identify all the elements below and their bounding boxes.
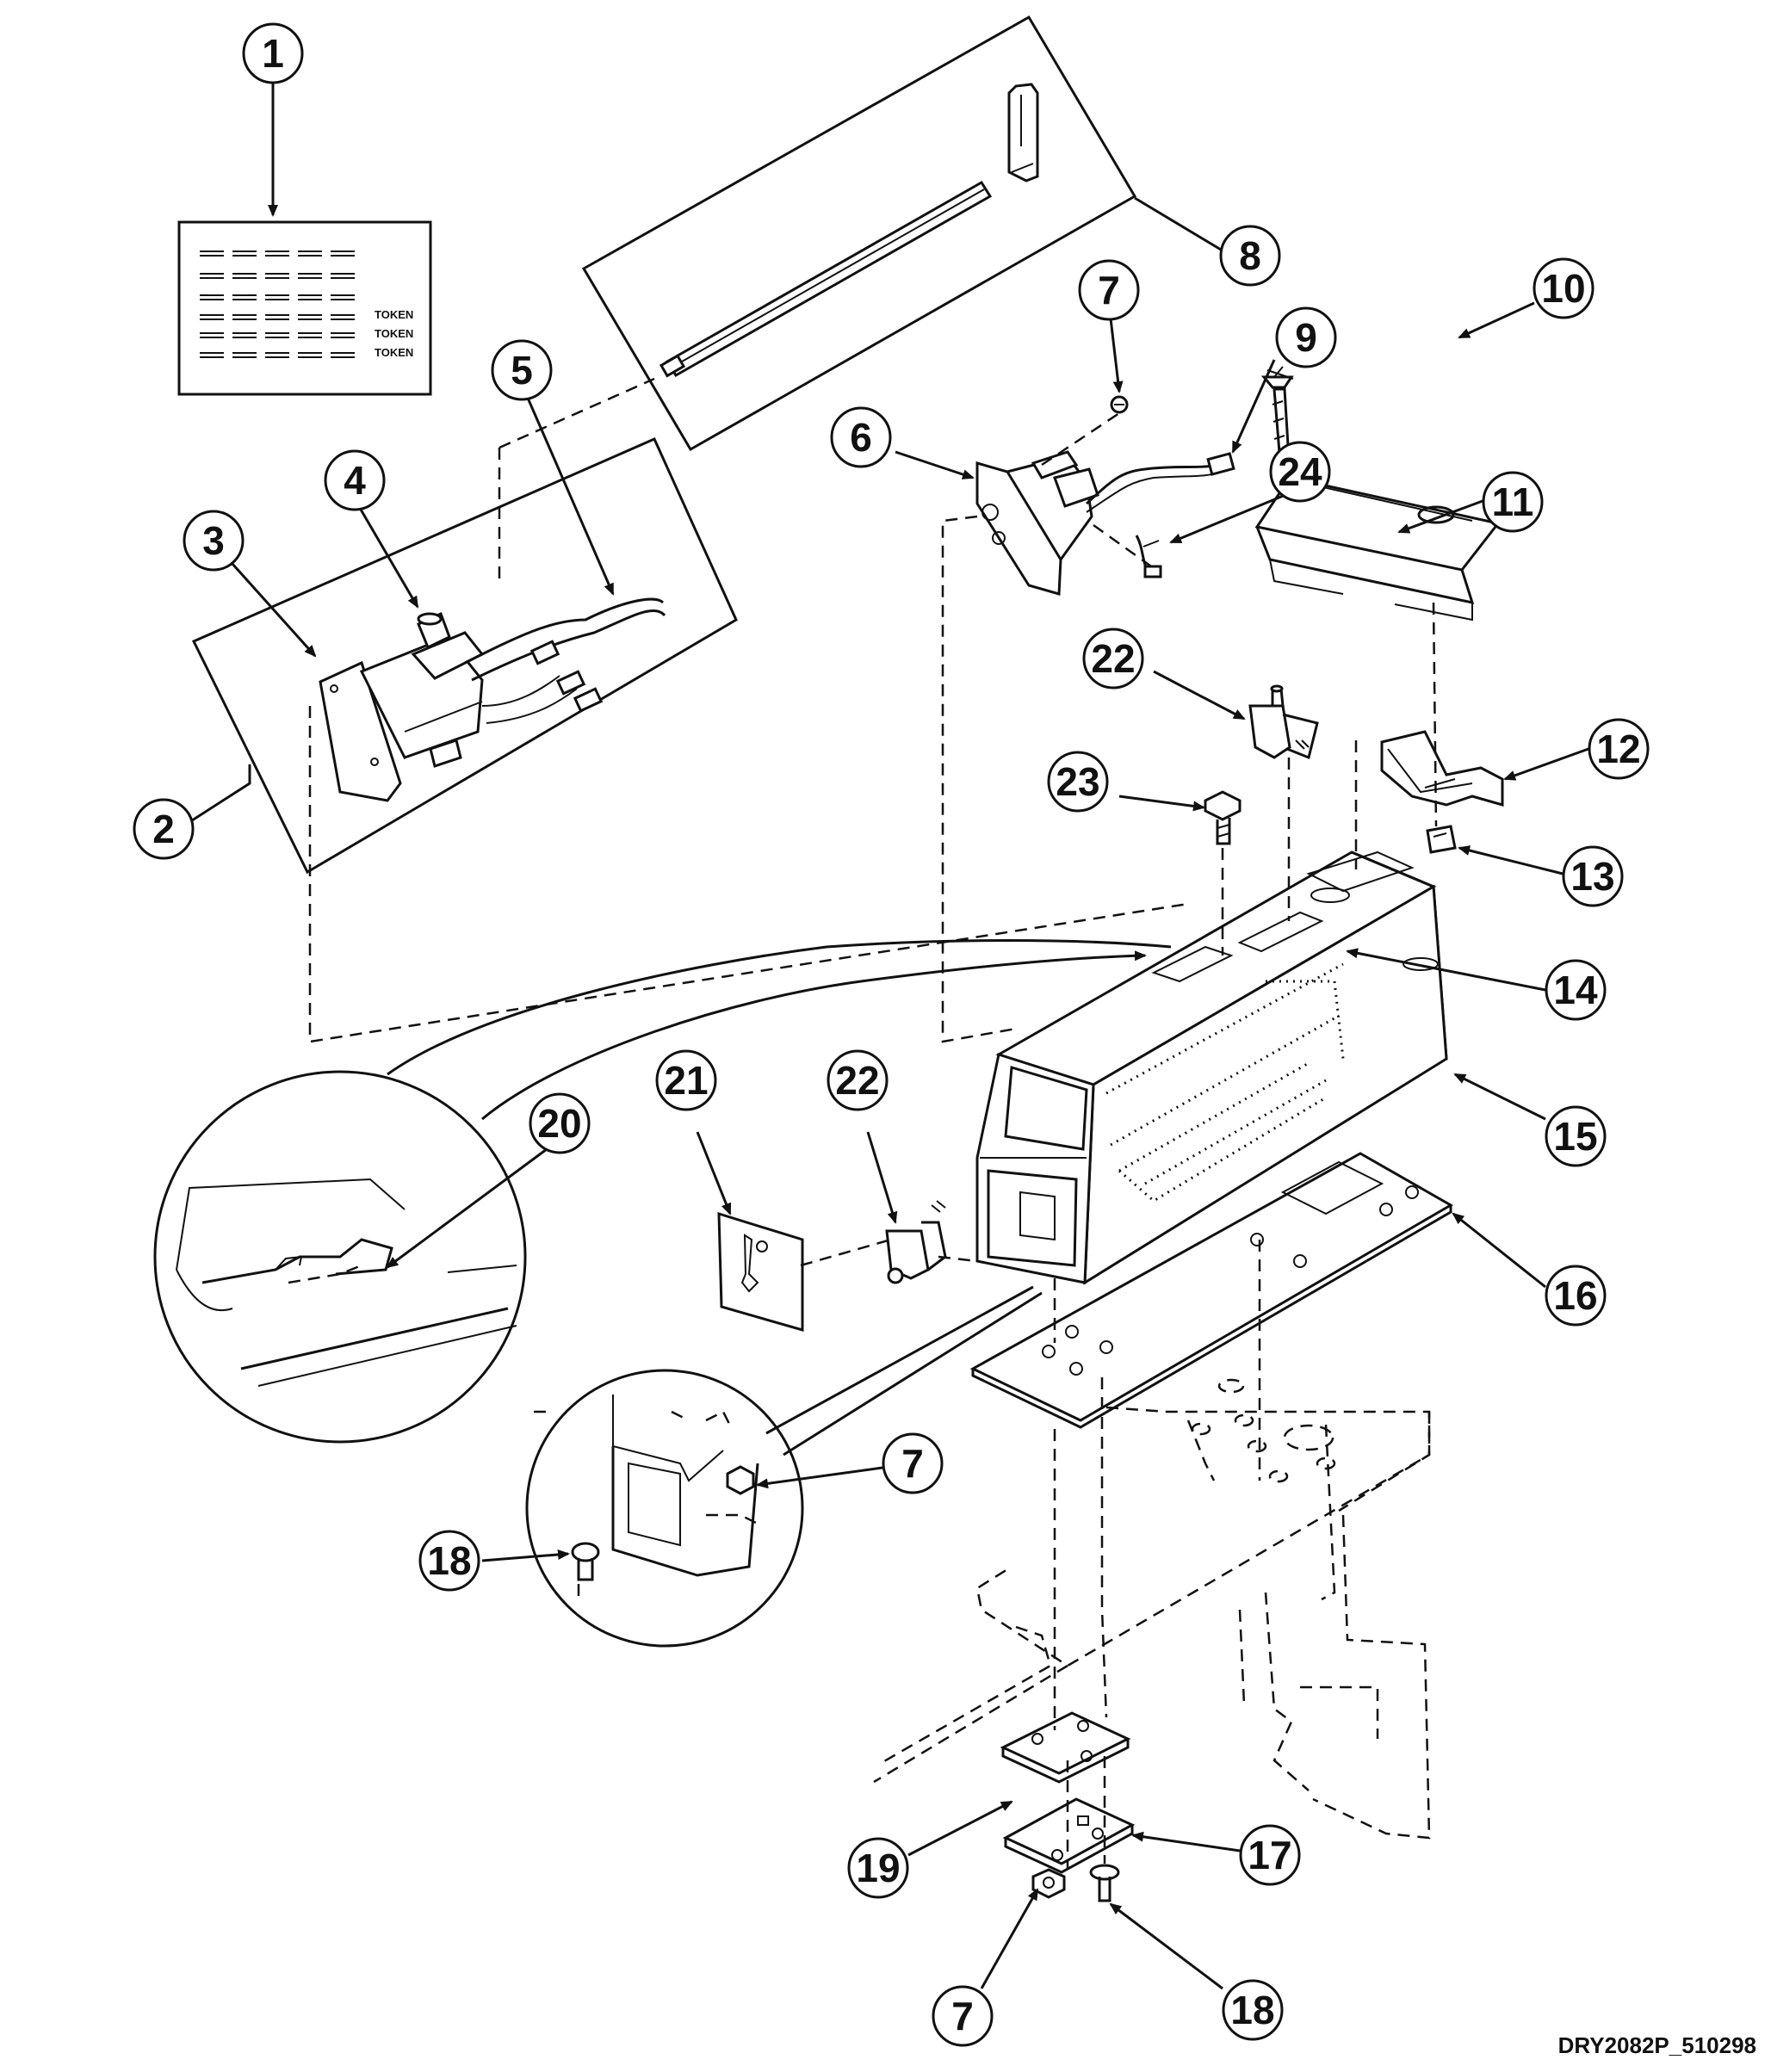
callout-8: 8 xyxy=(1219,225,1281,287)
decal-token-2: TOKEN xyxy=(375,327,413,340)
callout-15: 15 xyxy=(1545,1105,1607,1167)
svg-text:17: 17 xyxy=(1248,1833,1291,1877)
callout-22-upper: 22 xyxy=(1082,628,1144,690)
svg-text:23: 23 xyxy=(1056,759,1099,804)
svg-text:16: 16 xyxy=(1553,1273,1597,1318)
part-cover-plate xyxy=(1254,366,1501,622)
callout-4: 4 xyxy=(324,449,386,511)
detail-circle-upper xyxy=(153,1070,527,1444)
callout-14: 14 xyxy=(1545,959,1607,1021)
part-screw-23 xyxy=(1204,790,1242,845)
svg-text:7: 7 xyxy=(951,1994,974,2038)
cabinet-outline xyxy=(873,1378,1431,1840)
callout-2: 2 xyxy=(133,798,195,860)
part-base-plate xyxy=(969,1152,1454,1429)
svg-text:22: 22 xyxy=(835,1058,879,1103)
svg-text:18: 18 xyxy=(1230,1988,1274,2032)
callout-22-lower: 22 xyxy=(827,1049,889,1111)
svg-text:5: 5 xyxy=(511,348,533,393)
part-kit-box xyxy=(581,15,1137,452)
svg-text:12: 12 xyxy=(1596,727,1640,771)
svg-text:7: 7 xyxy=(1098,268,1120,312)
callout-5: 5 xyxy=(491,339,553,401)
callout-3: 3 xyxy=(183,510,245,572)
svg-text:14: 14 xyxy=(1553,968,1598,1012)
callout-13: 13 xyxy=(1562,845,1624,907)
part-nut-bolt-bottom xyxy=(1031,1864,1120,1902)
detail-leader-lower-2 xyxy=(783,1291,1043,1457)
part-label-21 xyxy=(717,1211,804,1332)
callout-18-bottom: 18 xyxy=(1222,1979,1284,2041)
svg-text:7: 7 xyxy=(901,1441,924,1486)
part-coin-box-housing xyxy=(975,850,1448,1285)
callout-17: 17 xyxy=(1239,1824,1301,1886)
callout-21: 21 xyxy=(655,1049,717,1111)
callout-20: 20 xyxy=(529,1092,591,1154)
svg-text:8: 8 xyxy=(1239,233,1261,278)
callout-7-detail: 7 xyxy=(882,1432,944,1494)
svg-text:22: 22 xyxy=(1091,636,1135,681)
part-bracket xyxy=(1380,730,1504,854)
svg-text:15: 15 xyxy=(1553,1114,1597,1159)
part-microswitch-upper xyxy=(1248,684,1319,760)
svg-text:18: 18 xyxy=(427,1538,471,1583)
callout-12: 12 xyxy=(1588,718,1650,780)
part-small-plates xyxy=(1000,1711,1136,1874)
callout-7-bottom: 7 xyxy=(932,1985,994,2047)
svg-text:11: 11 xyxy=(1492,479,1534,524)
callout-6: 6 xyxy=(830,406,892,468)
detail-circle-lower xyxy=(525,1369,804,1648)
svg-text:1: 1 xyxy=(262,31,284,76)
decal-token-3: TOKEN xyxy=(375,346,413,359)
detail-leader-lower-1 xyxy=(765,1285,1034,1435)
part-microswitch-lower xyxy=(885,1200,947,1284)
drawing-code: DRY2082P_510298 xyxy=(1558,2032,1756,2058)
callout-18-detail: 18 xyxy=(418,1530,480,1592)
callout-10: 10 xyxy=(1533,257,1595,319)
callout-1: 1 xyxy=(242,22,304,84)
svg-text:13: 13 xyxy=(1570,854,1614,899)
callout-11: 11 xyxy=(1482,471,1544,533)
svg-text:19: 19 xyxy=(856,1846,900,1890)
svg-text:3: 3 xyxy=(202,518,225,563)
svg-text:2: 2 xyxy=(152,807,175,851)
svg-text:24: 24 xyxy=(1278,449,1322,494)
part-decal: TOKEN TOKEN TOKEN xyxy=(177,220,432,396)
callout-23: 23 xyxy=(1047,751,1109,813)
part-switch-bracket xyxy=(975,395,1235,596)
svg-text:21: 21 xyxy=(664,1058,708,1103)
svg-text:6: 6 xyxy=(850,415,872,460)
svg-text:20: 20 xyxy=(537,1101,581,1146)
callout-16: 16 xyxy=(1545,1265,1607,1327)
detail-arrow-upper xyxy=(481,950,1147,1121)
decal-token-1: TOKEN xyxy=(375,308,413,321)
callout-24: 24 xyxy=(1269,441,1331,503)
svg-text:9: 9 xyxy=(1295,315,1317,360)
svg-text:4: 4 xyxy=(344,458,366,503)
callout-9: 9 xyxy=(1275,306,1337,368)
part-coin-acceptor-kit xyxy=(191,437,738,875)
callout-7-upper: 7 xyxy=(1078,259,1140,321)
detail-leader-upper xyxy=(387,939,1172,1076)
svg-text:10: 10 xyxy=(1541,266,1585,311)
assembly-lines xyxy=(308,377,1438,1868)
leader-lines xyxy=(189,69,1589,1990)
callout-19: 19 xyxy=(847,1837,909,1899)
